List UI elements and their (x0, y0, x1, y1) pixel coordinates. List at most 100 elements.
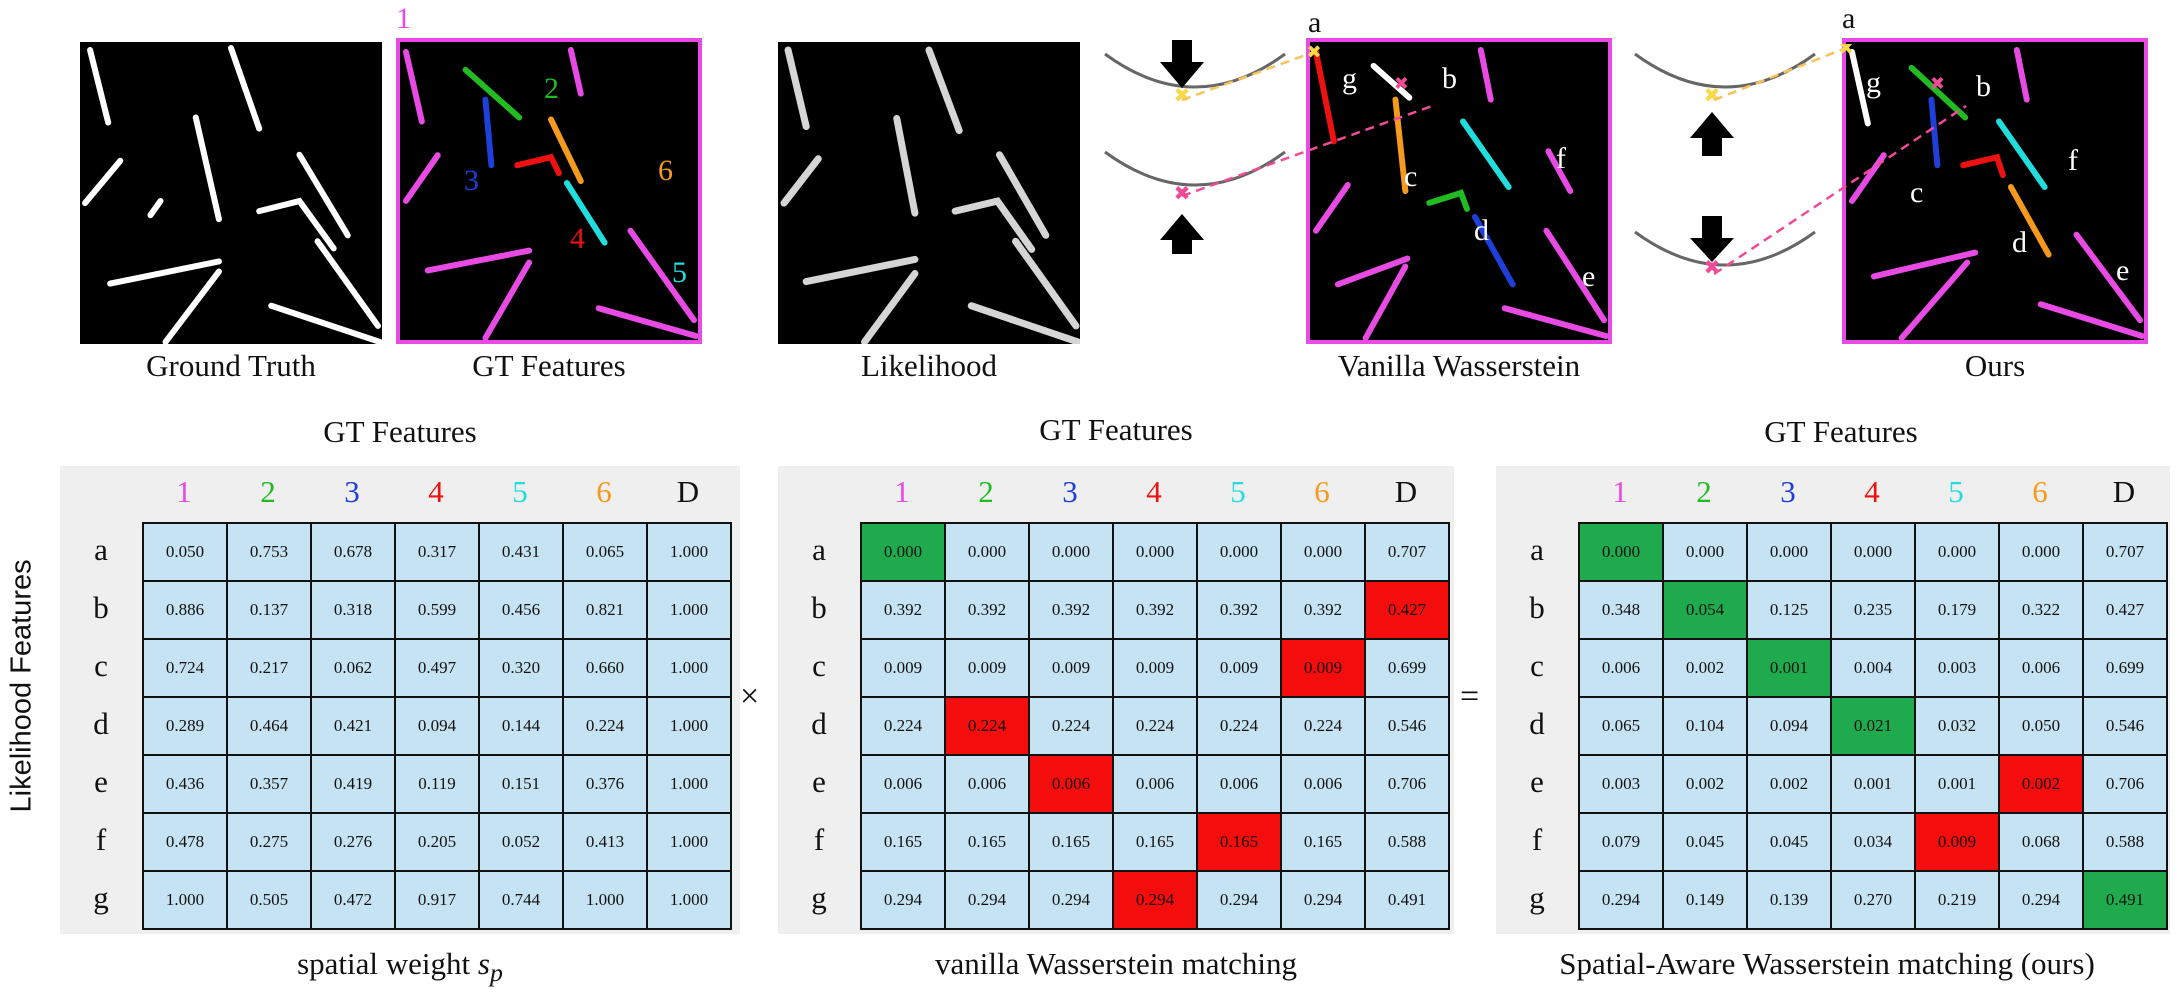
row-header-f: f (95, 822, 107, 857)
table-cell: 0.006 (1998, 638, 2084, 698)
ours-label-f: f (2068, 144, 2078, 177)
table-cell: 0.068 (1998, 812, 2084, 872)
table-cell: 0.294 (1028, 870, 1114, 930)
table-cell: 0.886 (142, 580, 228, 640)
up-arrow-icon (1160, 214, 1204, 254)
table-cell: 0.706 (1364, 754, 1450, 814)
row-header-d: d (1529, 706, 1545, 741)
vanilla-label-f: f (1556, 142, 1566, 175)
row-header-a: a (812, 532, 826, 567)
table-cell: 0.000 (1914, 522, 2000, 582)
row-header-b: b (93, 590, 109, 625)
vanilla-label-b: b (1442, 62, 1457, 95)
ours-feature-strokes: ✖ (1848, 46, 2144, 340)
row-header-d: d (811, 706, 827, 741)
vanilla-label-e: e (1582, 260, 1596, 293)
table-cell: 0.006 (1028, 754, 1114, 814)
table-cell: 0.699 (1364, 638, 1450, 698)
table-cell: 0.317 (394, 522, 480, 582)
table-cell: 1.000 (646, 638, 732, 698)
table-cell: 1.000 (646, 696, 732, 756)
table-cell: 0.205 (394, 812, 480, 872)
ours-image: ✖ b c d e f g (1842, 38, 2148, 344)
table-cell: 0.119 (394, 754, 480, 814)
table-cell: 0.235 (1830, 580, 1916, 640)
table-cell: 0.001 (1914, 754, 2000, 814)
table-cell: 1.000 (646, 812, 732, 872)
column-header-d: D (676, 474, 700, 509)
column-header-5: 5 (512, 474, 528, 509)
table-cell: 0.270 (1830, 870, 1916, 930)
table-cell: 0.006 (944, 754, 1030, 814)
table-cell: 0.427 (2082, 580, 2168, 640)
row-header-d: d (93, 706, 109, 741)
table-cell: 0.419 (310, 754, 396, 814)
table-cell: 0.125 (1746, 580, 1832, 640)
multiply-sign: × (740, 678, 760, 715)
table-cell: 0.006 (1112, 754, 1198, 814)
table-cell: 0.001 (1746, 638, 1832, 698)
table-cell: 0.045 (1662, 812, 1748, 872)
table-cell: 0.050 (1998, 696, 2084, 756)
table-cell: 0.392 (1196, 580, 1282, 640)
likelihood-image (778, 42, 1080, 344)
table-cell: 0.392 (1028, 580, 1114, 640)
row-header-c: c (94, 648, 108, 683)
table-cell: 0.002 (1662, 754, 1748, 814)
column-header-d: D (1394, 474, 1418, 509)
table-cell: 0.000 (944, 522, 1030, 582)
caption-ground-truth: Ground Truth (146, 348, 316, 383)
table-cell: 0.021 (1830, 696, 1916, 756)
column-header-2: 2 (978, 474, 994, 509)
table-cell: 0.917 (394, 870, 480, 930)
table-cell: 0.219 (1914, 870, 2000, 930)
table-cell: 0.753 (226, 522, 312, 582)
table-cell: 1.000 (646, 522, 732, 582)
gt-feature-label-2: 2 (544, 72, 559, 105)
table-cell: 0.289 (142, 696, 228, 756)
row-header-b: b (811, 590, 827, 625)
table-cell: 0.546 (2082, 696, 2168, 756)
table-cell: 0.009 (1028, 638, 1114, 698)
row-header-g: g (93, 880, 109, 915)
table-cell: 0.006 (860, 754, 946, 814)
table-cell: 0.000 (1746, 522, 1832, 582)
table-cell: 0.000 (1280, 522, 1366, 582)
table-cell: 0.094 (1746, 696, 1832, 756)
gt-feature-label-1: 1 (396, 2, 411, 35)
ground-truth-image (80, 42, 382, 344)
row-header-c: c (812, 648, 826, 683)
row-header-g: g (811, 880, 827, 915)
table-cell: 0.079 (1578, 812, 1664, 872)
ground-truth-strokes (82, 45, 382, 344)
ours-label-d: d (2012, 226, 2027, 259)
table-cell: 0.144 (478, 696, 564, 756)
column-header-6: 6 (596, 474, 612, 509)
column-header-3: 3 (344, 474, 360, 509)
table-cell: 0.224 (1112, 696, 1198, 756)
table-cell: 0.065 (562, 522, 648, 582)
column-header-4: 4 (1864, 474, 1880, 509)
column-header-1: 1 (1612, 474, 1628, 509)
column-header-2: 2 (1696, 474, 1712, 509)
vanilla-label-g: g (1342, 62, 1357, 95)
table-cell: 0.320 (478, 638, 564, 698)
table-cell: 0.151 (478, 754, 564, 814)
table-cell: 0.009 (1280, 638, 1366, 698)
table-cell: 0.660 (562, 638, 648, 698)
table-cell: 0.006 (1578, 638, 1664, 698)
